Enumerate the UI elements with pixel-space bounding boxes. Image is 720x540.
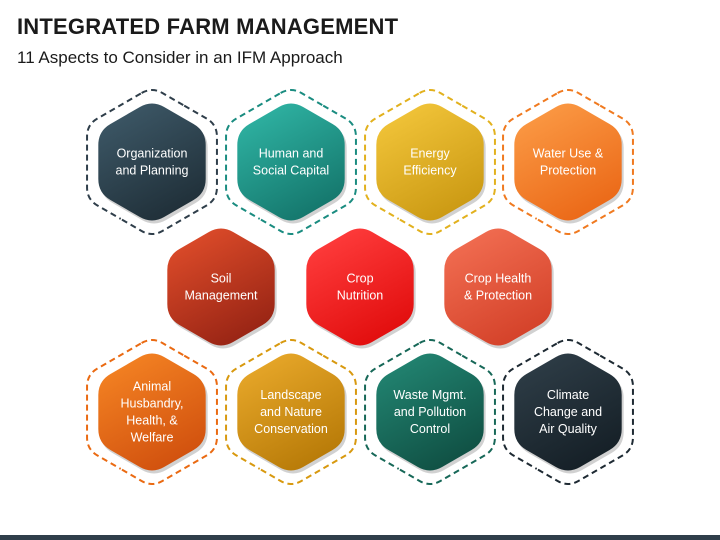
footer-bar — [0, 535, 720, 540]
dashed-outline — [86, 339, 197, 485]
dashed-outline — [502, 89, 613, 235]
aspect-label-line: Management — [185, 289, 258, 303]
aspect-label-line: Social Capital — [253, 164, 329, 178]
aspect-label-line: Organization — [117, 147, 188, 161]
page-subtitle: 11 Aspects to Consider in an IFM Approac… — [17, 48, 343, 67]
hexagon-shape — [376, 103, 484, 221]
dashed-outline — [225, 89, 336, 235]
dashed-outline — [385, 89, 496, 235]
dashed-outline — [225, 339, 336, 485]
aspect-label-line: Air Quality — [539, 422, 597, 436]
aspect-hexagon-1: Organization and Planning — [86, 89, 218, 235]
aspect-label-line: Soil — [211, 272, 232, 286]
dashed-outline — [107, 89, 218, 235]
hexagon-shape — [514, 103, 622, 221]
aspect-hexagon-4: Water Use & Protection — [502, 89, 634, 235]
hexagon-shape — [98, 353, 206, 471]
dashed-outline — [502, 339, 613, 485]
aspect-label-line: Conservation — [254, 422, 328, 436]
aspect-label-line: and Planning — [116, 164, 189, 178]
dashed-outline — [107, 339, 218, 485]
dashed-outline — [523, 89, 634, 235]
aspect-label-line: Welfare — [131, 431, 174, 445]
aspect-label-line: Health, & — [126, 414, 178, 428]
hexagon-shape — [514, 353, 622, 471]
hexagon-shape — [98, 103, 206, 221]
hexagon-shape — [237, 103, 345, 221]
aspect-label-line: Crop — [346, 272, 373, 286]
page-title: INTEGRATED FARM MANAGEMENT — [17, 14, 399, 39]
aspect-label-line: Control — [410, 422, 450, 436]
aspect-label-line: Change and — [534, 405, 602, 419]
dashed-outline — [364, 89, 475, 235]
aspect-label-line: Human and — [259, 147, 324, 161]
hexagon-shape — [167, 228, 275, 346]
aspect-label-line: and Pollution — [394, 405, 466, 419]
aspect-hexagon-7: Crop Health & Protection — [444, 228, 554, 349]
aspect-label-line: Nutrition — [337, 289, 384, 303]
dashed-outline — [246, 89, 357, 235]
dashed-outline — [364, 339, 475, 485]
aspect-label-line: Water Use & — [533, 147, 604, 161]
hexagon-shape — [237, 353, 345, 471]
hexagon-shape — [376, 353, 484, 471]
aspect-label-line: Efficiency — [403, 164, 457, 178]
dashed-outline — [86, 89, 197, 235]
aspect-label-line: Crop Health — [465, 272, 532, 286]
aspect-label-line: Waste Mgmt. — [393, 388, 466, 402]
aspect-label-line: Animal — [133, 380, 171, 394]
dashed-outline — [246, 339, 357, 485]
dashed-outline — [523, 339, 634, 485]
aspect-label-line: Protection — [540, 164, 596, 178]
aspect-label-line: Landscape — [260, 388, 321, 402]
aspect-label-line: Climate — [547, 388, 589, 402]
aspect-label-line: Husbandry, — [121, 397, 184, 411]
hexagon-shape — [444, 228, 552, 346]
aspect-label-line: Energy — [410, 147, 450, 161]
dashed-outline — [385, 339, 496, 485]
aspect-label-line: & Protection — [464, 289, 532, 303]
aspect-label-line: and Nature — [260, 405, 322, 419]
hexagon-shape — [306, 228, 414, 346]
